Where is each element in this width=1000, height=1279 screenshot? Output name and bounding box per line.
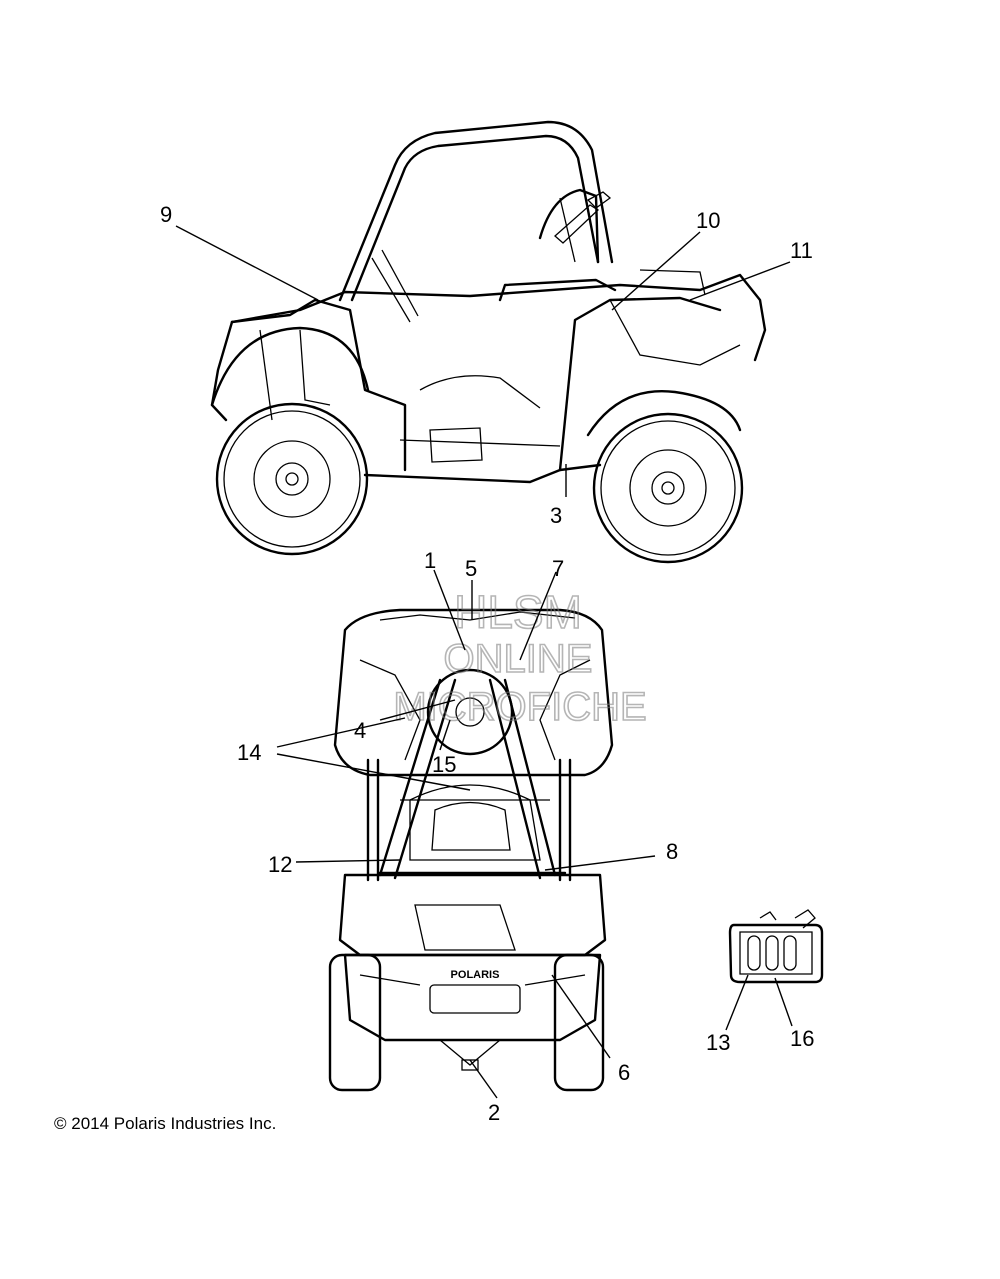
watermark: HLSM ONLINE MICROFICHE [393, 585, 648, 730]
callout-7: 7 [552, 556, 564, 581]
callout-16: 16 [790, 1026, 814, 1051]
callout-labels: 9 10 11 3 1 5 7 14 4 15 12 8 6 2 13 16 [160, 202, 814, 1125]
callout-14: 14 [237, 740, 261, 765]
watermark-line-1: HLSM [454, 586, 582, 638]
callout-5: 5 [465, 556, 477, 581]
callout-8: 8 [666, 839, 678, 864]
rear-grille [429, 984, 521, 1014]
vehicle-top-view: POLARIS [328, 608, 614, 1092]
polaris-badge: POLARIS [451, 969, 500, 981]
callout-1: 1 [424, 548, 436, 573]
callout-2: 2 [488, 1100, 500, 1125]
callout-11: 11 [790, 238, 813, 263]
copyright-notice: © 2014 Polaris Industries Inc. [54, 1114, 277, 1133]
callout-4: 4 [354, 718, 366, 743]
callout-3: 3 [550, 503, 562, 528]
leader-lines [175, 225, 793, 1099]
callout-9: 9 [160, 202, 172, 227]
fuel-tank-inset [728, 909, 824, 984]
callout-15: 15 [432, 752, 456, 777]
callout-13: 13 [706, 1030, 730, 1055]
watermark-line-2: ONLINE [444, 637, 593, 681]
vehicle-side-view [210, 120, 767, 564]
callout-12: 12 [268, 852, 292, 877]
callout-6: 6 [618, 1060, 630, 1085]
callout-10: 10 [696, 208, 720, 233]
watermark-line-3: MICROFICHE [393, 685, 646, 729]
